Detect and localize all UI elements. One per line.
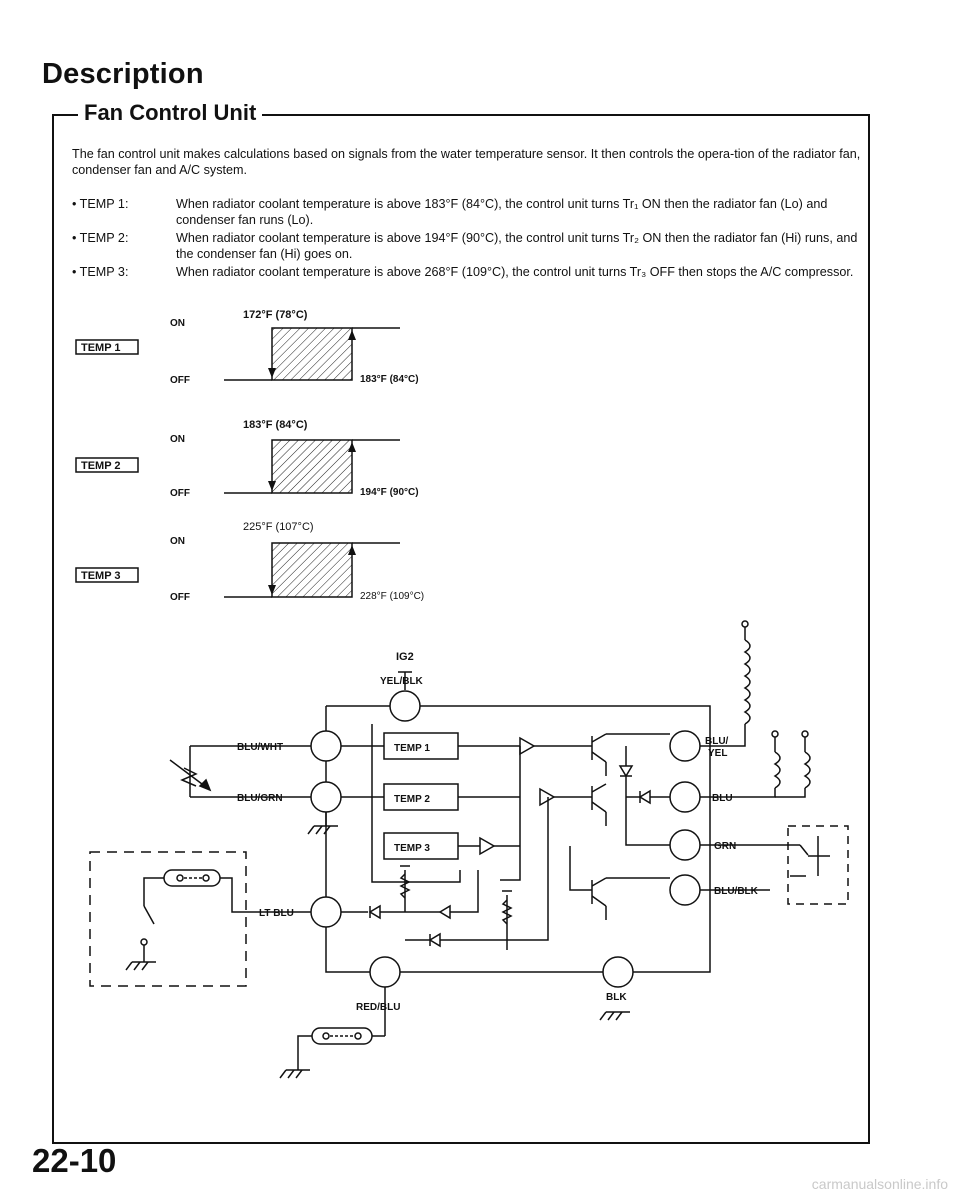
off-label: OFF <box>170 488 190 499</box>
upper-temp-label: 183°F (84°C) <box>243 419 308 431</box>
bullet-text: When radiator coolant temperature is abo… <box>176 265 854 279</box>
blu-yel-label-top: BLU/ <box>705 736 729 747</box>
lower-temp-label: 194°F (90°C) <box>360 487 419 498</box>
connector-blu-blk <box>669 874 701 906</box>
temp-tag-box <box>75 567 139 583</box>
lower-temp-label: 183°F (84°C) <box>360 374 419 385</box>
hysteresis-band <box>271 439 353 494</box>
hysteresis-temp-1: TEMP 1 ON OFF 172°F (78°C) 183°F (84°C) <box>75 309 419 386</box>
temp-comparator-boxes <box>341 724 520 883</box>
intro-paragraph: The fan control unit makes calculations … <box>72 147 861 177</box>
connector-blu-yel <box>669 730 701 762</box>
bullet-temp-2: • TEMP 2: When radiator coolant temperatu… <box>72 230 862 262</box>
arrow-down-icon <box>268 368 276 378</box>
lower-temp-label: 228°F (109°C) <box>360 591 424 602</box>
schematic-temp-2-label: TEMP 2 <box>394 794 430 805</box>
connector-blu <box>669 781 701 813</box>
blu-wht-label: BLU/WHT <box>237 742 283 753</box>
arrow-up-icon <box>348 330 356 340</box>
connector-lt-blu <box>310 896 342 928</box>
radiator-fan-relay <box>700 620 751 747</box>
ground-symbol-1 <box>307 812 338 835</box>
bullet-text: When radiator coolant temperature is abo… <box>176 197 828 227</box>
schematic-temp-3-label: TEMP 3 <box>394 843 430 854</box>
temp-bullet-list: • TEMP 1: When radiator coolant temperatu… <box>72 196 862 282</box>
blu-blk-label: BLU/BLK <box>714 886 759 897</box>
control-unit-outline <box>325 705 711 973</box>
bullet-label: • TEMP 2: <box>72 231 129 245</box>
bullet-text: When radiator coolant temperature is abo… <box>176 231 858 261</box>
ig2-label: IG2 <box>396 651 414 663</box>
connector-blu-wht <box>310 730 342 762</box>
on-label: ON <box>170 536 185 547</box>
red-blu-label: RED/BLU <box>356 1002 400 1013</box>
hysteresis-band <box>271 327 353 381</box>
yel-blk-label: YEL/BLK <box>380 676 424 687</box>
page-heading: Description <box>42 58 204 90</box>
off-label: OFF <box>170 375 190 386</box>
schematic-temp-1-label: TEMP 1 <box>394 743 430 754</box>
temp-tag-label: TEMP 2 <box>81 460 121 472</box>
page-number: 22-10 <box>32 1142 117 1179</box>
bullet-temp-1: • TEMP 1: When radiator coolant temperatu… <box>72 196 862 228</box>
hysteresis-temp-2: TEMP 2 ON OFF 183°F (84°C) 194°F (90°C) <box>75 419 419 499</box>
connector-red-blu <box>369 956 401 988</box>
arrow-up-icon <box>348 442 356 452</box>
arrow-down-icon <box>268 585 276 595</box>
temp-tag-label: TEMP 3 <box>81 570 121 582</box>
hysteresis-temp-3: TEMP 3 ON OFF 225°F (107°C) 228°F (109°C… <box>75 521 424 603</box>
grn-label: GRN <box>714 841 736 852</box>
upper-temp-label: 172°F (78°C) <box>243 309 308 321</box>
ac-relay <box>700 825 849 905</box>
arrow-up-icon <box>348 545 356 555</box>
on-label: ON <box>170 434 185 445</box>
off-label: OFF <box>170 592 190 603</box>
lt-blu-label: LT BLU <box>259 908 294 919</box>
lt-blu-circuit <box>341 865 513 950</box>
upper-temp-label: 225°F (107°C) <box>243 521 314 533</box>
temp-tag-box <box>75 339 139 355</box>
ac-pressure-switch <box>89 851 311 987</box>
blk-ground <box>599 1011 630 1021</box>
red-blu-fuse <box>279 987 386 1079</box>
on-label: ON <box>170 318 185 329</box>
bullet-label: • TEMP 1: <box>72 197 129 211</box>
connector-blk <box>602 956 634 988</box>
wiring-schematic <box>89 620 849 1079</box>
ig2-terminal <box>389 671 421 722</box>
connector-grn <box>669 829 701 861</box>
blk-label: BLK <box>606 992 627 1003</box>
temp-tag-label: TEMP 1 <box>81 342 121 354</box>
blu-yel-label-bottom: YEL <box>708 748 727 759</box>
watermark: carmanualsonline.info <box>811 1176 948 1192</box>
hysteresis-band <box>271 542 353 598</box>
connector-blu-grn <box>310 781 342 813</box>
arrow-down-icon <box>268 481 276 491</box>
bullet-temp-3: • TEMP 3: When radiator coolant temperatu… <box>72 264 862 280</box>
bullet-label: • TEMP 3: <box>72 265 129 279</box>
condenser-fan-relay <box>700 730 811 798</box>
temp-tag-box <box>75 457 139 473</box>
temperature-sensor <box>169 745 311 798</box>
blu-grn-label: BLU/GRN <box>237 793 283 804</box>
blu-label: BLU <box>712 793 733 804</box>
content-frame <box>52 114 870 1144</box>
section-subheading: Fan Control Unit <box>78 100 263 126</box>
driver-circuits <box>405 733 670 948</box>
